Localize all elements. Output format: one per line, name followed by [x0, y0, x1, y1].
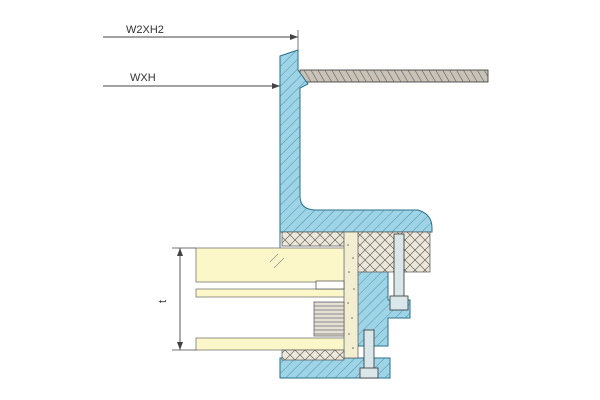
upper-bolt	[389, 233, 409, 311]
dimension-w2xh2: W2XH2	[103, 24, 299, 52]
label-w2xh2: W2XH2	[126, 24, 164, 36]
glass-pane-outer	[195, 247, 345, 283]
anchor-rod	[299, 69, 489, 83]
sealant-strip	[343, 231, 359, 359]
glass-pane-inner	[195, 337, 345, 351]
bottom-gasket	[281, 349, 345, 361]
label-wxh: WXH	[130, 72, 156, 84]
spacer-fins	[313, 301, 345, 337]
glass-spacer-bar	[195, 280, 345, 298]
dimension-thickness: t	[157, 247, 196, 351]
label-thickness: t	[157, 300, 169, 303]
lower-bolt	[359, 329, 379, 379]
dimension-wxh: WXH	[103, 72, 280, 89]
top-gasket	[281, 231, 349, 247]
insulation-block	[355, 231, 431, 273]
